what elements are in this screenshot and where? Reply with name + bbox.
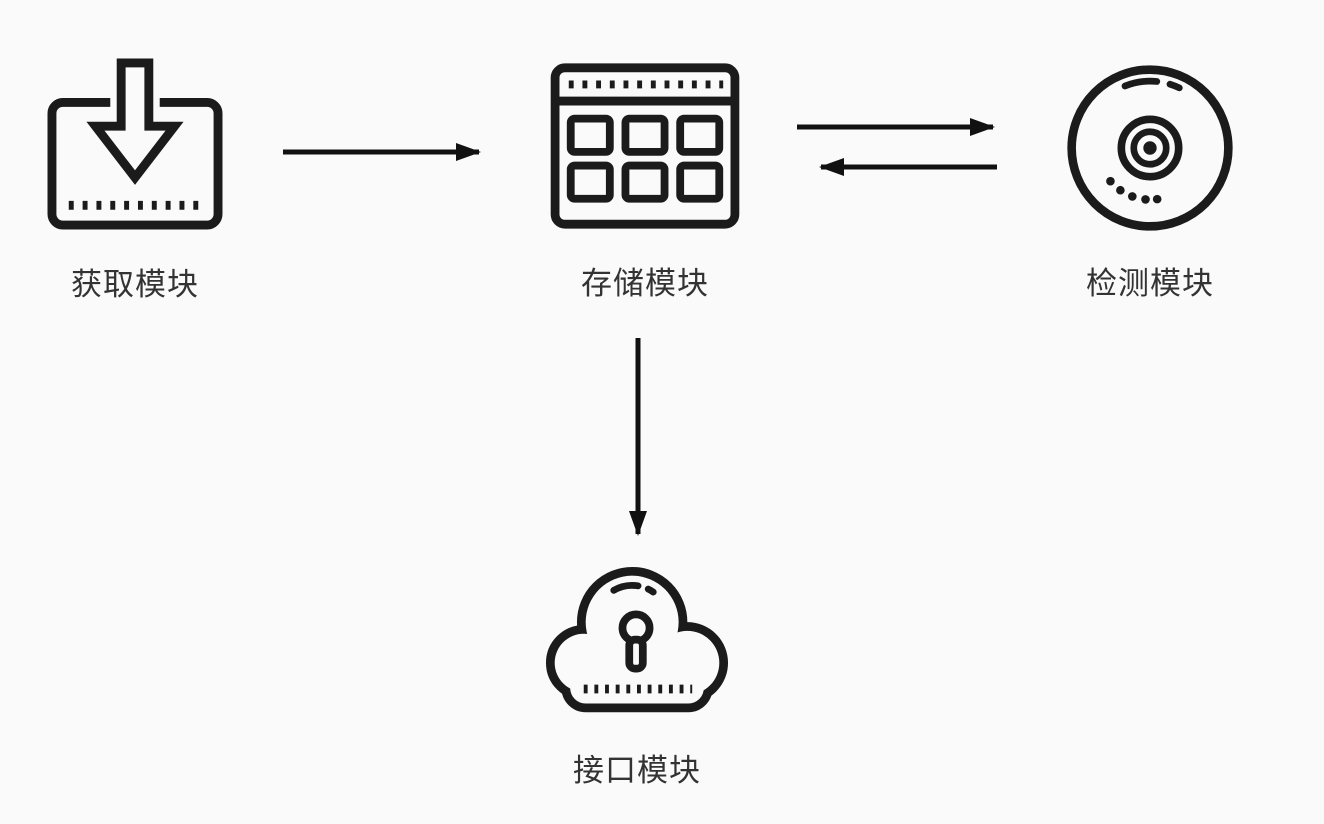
node-detection: 检测模块	[1040, 62, 1260, 303]
node-interface: 接口模块	[527, 566, 747, 790]
node-label: 检测模块	[1086, 266, 1214, 301]
node-acquisition: 获取模块	[25, 57, 245, 304]
node-label: 获取模块	[71, 267, 199, 302]
grid-panel-icon	[550, 63, 740, 229]
disc-icon	[1067, 65, 1233, 231]
cloud-keyhole-icon	[545, 566, 729, 713]
node-label: 存储模块	[581, 266, 709, 301]
node-label: 接口模块	[573, 753, 701, 788]
inbox-download-icon	[47, 57, 223, 230]
node-storage: 存储模块	[535, 60, 755, 303]
